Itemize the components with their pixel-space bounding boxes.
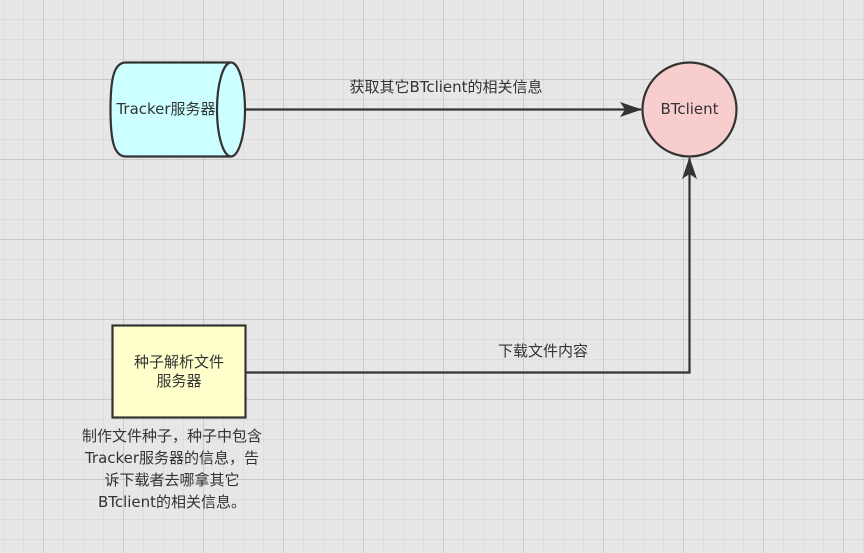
btclient-circle <box>641 61 738 158</box>
seed-server-node[interactable] <box>111 324 247 419</box>
tracker-server-label: Tracker服务器 <box>112 62 220 157</box>
note-line: Tracker服务器的信息，告 <box>84 449 260 467</box>
edge-label-get-btclient-info: 获取其它BTclient的相关信息 <box>349 78 543 96</box>
seed-server-rect <box>111 324 247 419</box>
seed-server-label: 种子解析文件 服务器 <box>112 325 246 418</box>
seed-server-label-line: 服务器 <box>156 371 202 390</box>
note-line: 诉下载者去哪拿其它 <box>104 471 240 489</box>
edge-line[interactable] <box>246 157 697 374</box>
tracker-server-label-text: Tracker服务器 <box>116 100 216 118</box>
edge-seed-to-btclient[interactable] <box>246 157 697 374</box>
btclient-node[interactable] <box>641 61 738 158</box>
seed-server-label-line: 种子解析文件 <box>133 352 224 371</box>
note-line: 制作文件种子，种子中包含 <box>81 427 262 445</box>
note-line: BTclient的相关信息。 <box>97 493 247 511</box>
btclient-label-text: BTclient <box>660 100 719 118</box>
cylinder-body <box>109 61 231 158</box>
btclient-label: BTclient <box>642 62 737 157</box>
seed-server-note: 制作文件种子，种子中包含 Tracker服务器的信息，告 诉下载者去哪拿其它 B… <box>52 425 292 513</box>
cylinder-end-cap <box>215 61 247 158</box>
tracker-server-node[interactable] <box>109 61 247 158</box>
edge-label-download-file: 下载文件内容 <box>497 342 588 360</box>
